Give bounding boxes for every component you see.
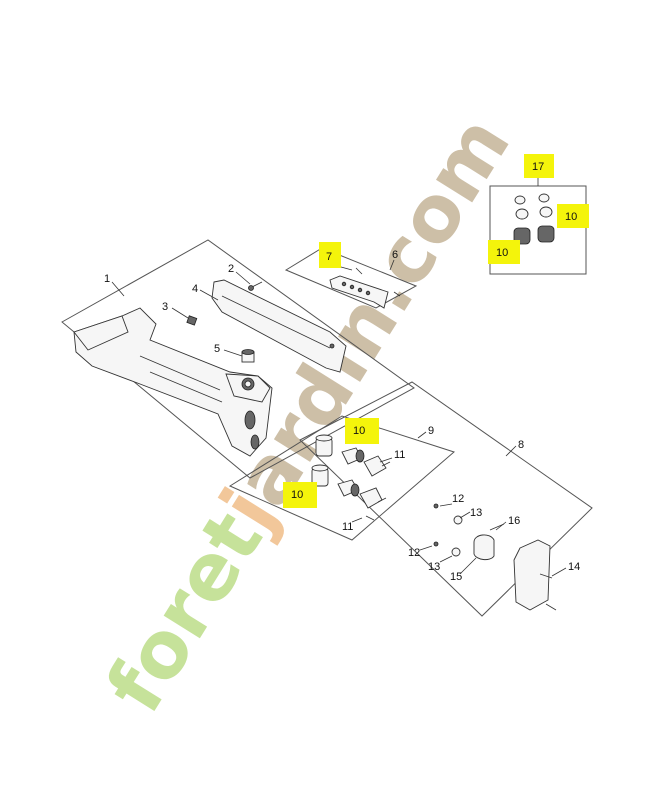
- cover-part-4: [211, 279, 347, 373]
- screw-part-2: [248, 281, 263, 291]
- callout-10c-highlight: [557, 204, 589, 228]
- group-outline-6: [284, 247, 418, 309]
- plug-part-5: [241, 349, 255, 363]
- svg-text:foretjardin.com: foretjardin.com: [90, 101, 528, 728]
- callout-11a: 11: [394, 449, 405, 461]
- callouts: 1 2 3 4 5 6 7 8 9 10 10 10 10 11 11 12 1…: [104, 154, 589, 583]
- group-outline-8: [299, 381, 593, 617]
- callout-10d: 10: [496, 247, 508, 259]
- callout-14: 14: [568, 561, 580, 573]
- bracket-part-6: [329, 267, 401, 309]
- callout-17-highlight: [524, 154, 554, 178]
- callout-11b: 11: [342, 521, 353, 533]
- group-outline-1: [61, 239, 415, 479]
- nut-part-3: [186, 315, 198, 326]
- callout-6: 6: [392, 249, 398, 261]
- callout-10a: 10: [353, 425, 365, 437]
- group-outline-9: [228, 415, 456, 541]
- callout-10a-highlight: [345, 418, 379, 444]
- callout-2: 2: [228, 263, 234, 275]
- callout-12b: 12: [408, 547, 420, 559]
- handle-part-14: [513, 539, 557, 611]
- damper-group-9: [311, 434, 391, 521]
- callout-13b: 13: [428, 561, 440, 573]
- callout-1: 1: [104, 273, 110, 285]
- callout-17: 17: [532, 161, 544, 173]
- housing-part-1: [73, 307, 273, 457]
- callout-9: 9: [428, 425, 434, 437]
- callout-7: 7: [326, 251, 332, 263]
- callout-15: 15: [450, 571, 462, 583]
- callout-16: 16: [508, 515, 520, 527]
- callout-10c: 10: [565, 211, 577, 223]
- callout-8: 8: [518, 439, 524, 451]
- callout-7-highlight: [319, 242, 341, 268]
- callout-5: 5: [214, 343, 220, 355]
- callout-10b: 10: [291, 489, 303, 501]
- callout-3: 3: [162, 301, 168, 313]
- callout-13a: 13: [470, 507, 482, 519]
- callout-12a: 12: [452, 493, 464, 505]
- callout-4: 4: [192, 283, 198, 295]
- damper-kit-part-17: [513, 193, 555, 245]
- watermark-text-prefix: foret: [90, 497, 281, 728]
- watermark: foretjardin.com: [90, 101, 528, 728]
- callout-10b-highlight: [283, 482, 317, 508]
- hardware-group: [433, 503, 505, 561]
- callout-10d-highlight: [488, 240, 520, 264]
